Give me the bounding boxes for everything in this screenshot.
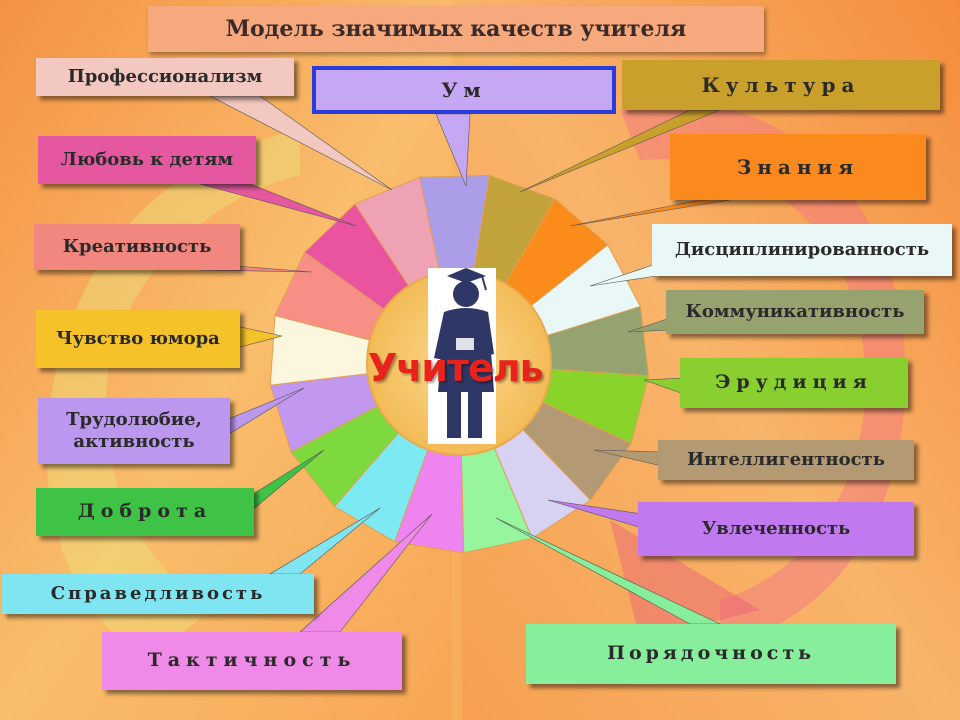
- center-label: Учитель: [368, 346, 544, 390]
- label-humor: Чувство юмора: [36, 310, 240, 368]
- label-communication: Коммуникативность: [666, 290, 924, 334]
- label-pointer: [199, 183, 357, 227]
- label-pointer: [209, 95, 393, 191]
- diagram-title: Модель значимых качеств учителя: [148, 6, 764, 52]
- label-culture: Культура: [622, 60, 940, 110]
- label-enthusiasm: Увлеченность: [638, 502, 914, 556]
- label-mind: Ум: [312, 66, 616, 114]
- label-love-children: Любовь к детям: [38, 136, 256, 184]
- label-tact: Тактичность: [102, 632, 402, 690]
- label-creativity: Креативность: [34, 224, 240, 270]
- label-diligence-line1: Трудолюбие,: [66, 408, 202, 430]
- label-justice: Справедливость: [2, 574, 314, 614]
- qualities-wheel: [269, 174, 650, 554]
- label-orderliness: Порядочность: [526, 624, 896, 684]
- label-knowledge: Знания: [670, 134, 926, 200]
- label-pointer: [435, 113, 471, 187]
- label-diligence: Трудолюбие, активность: [38, 398, 230, 464]
- label-intelligence: Интеллигентность: [658, 440, 914, 480]
- label-pointer: [519, 109, 721, 193]
- label-pointers: [199, 95, 731, 633]
- label-discipline: Дисциплинированность: [652, 224, 952, 276]
- label-kindness: Доброта: [36, 488, 254, 536]
- teacher-figure: [428, 268, 496, 444]
- label-diligence-line2: активность: [73, 431, 195, 452]
- label-pointer: [569, 199, 731, 227]
- label-professionalism: Профессионализм: [36, 58, 294, 96]
- label-erudition: Эрудиция: [680, 358, 908, 408]
